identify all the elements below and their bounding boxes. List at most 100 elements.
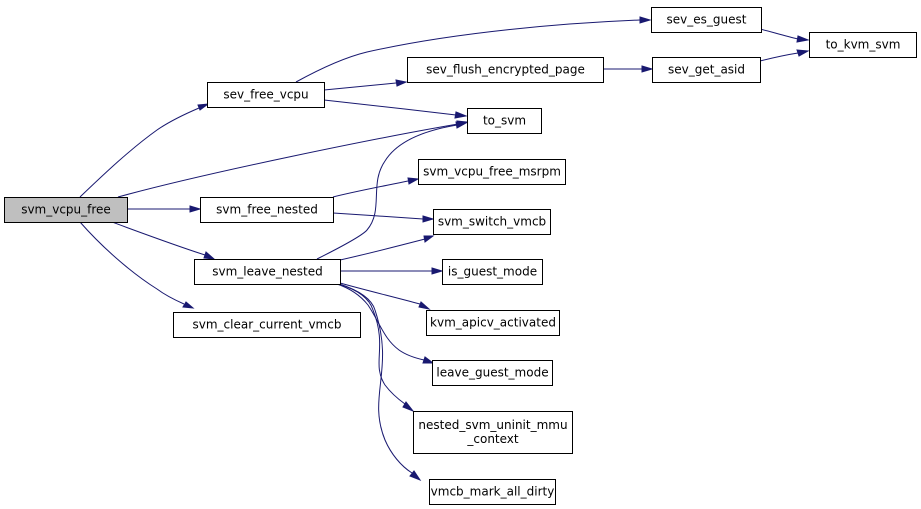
edge-svm_leave_nested-to-leave_guest_mode — [336, 283, 435, 364]
arrowhead-icon — [409, 470, 422, 482]
node-box — [426, 310, 560, 336]
edge-svm_free_nested-to-svm_vcpu_free_msrpm — [332, 177, 420, 198]
node-box — [207, 82, 325, 108]
arrowhead-icon — [402, 401, 415, 413]
node-box — [442, 259, 543, 285]
edge-line — [338, 283, 406, 405]
node-box — [652, 57, 761, 83]
node-box — [407, 57, 604, 83]
node-vmcb-mark-all-dirty[interactable]: vmcb_mark_all_dirty — [429, 479, 556, 505]
edge-line — [336, 283, 425, 361]
edge-line — [111, 221, 206, 256]
edge-layer — [79, 16, 810, 482]
edge-svm_vcpu_free-to-svm_free_nested — [127, 205, 202, 213]
edge-sev_free_vcpu-to-sev_es_guest — [295, 16, 652, 83]
edge-line — [339, 282, 421, 305]
node-label: kvm_apicv_activated — [430, 316, 556, 330]
edge-sev_free_vcpu-to-to_svm — [323, 99, 468, 119]
node-svm-free-nested[interactable]: svm_free_nested — [200, 197, 334, 223]
node-label: leave_guest_mode — [436, 366, 548, 380]
edge-sev_flush_encrypted_page-to-sev_get_asid — [603, 65, 654, 73]
node-box — [432, 360, 553, 386]
node-label: to_kvm_svm — [826, 38, 901, 52]
node-is-guest-mode[interactable]: is_guest_mode — [442, 259, 543, 285]
edge-svm_free_nested-to-svm_switch_vmcb — [332, 212, 435, 223]
edge-line — [79, 221, 185, 305]
node-to-kvm-svm[interactable]: to_kvm_svm — [809, 32, 917, 58]
arrowhead-icon — [197, 103, 210, 111]
edge-line — [332, 180, 409, 198]
arrowhead-icon — [422, 215, 435, 223]
node-label: nested_svm_uninit_mmu — [418, 418, 567, 432]
node-sev-flush-encrypted-page[interactable]: sev_flush_encrypted_page — [407, 57, 604, 83]
edge-svm_leave_nested-to-to_svm — [316, 121, 468, 260]
node-box — [418, 159, 566, 185]
edge-svm_leave_nested-to-kvm_apicv_activated — [339, 282, 431, 310]
node-to-svm[interactable]: to_svm — [467, 108, 542, 134]
edge-svm_vcpu_free-to-to_svm — [117, 120, 469, 198]
edge-sev_free_vcpu-to-sev_flush_encrypted_page — [323, 79, 408, 91]
node-svm-switch-vmcb[interactable]: svm_switch_vmcb — [433, 209, 551, 235]
node-sev-es-guest[interactable]: sev_es_guest — [651, 7, 762, 33]
node-kvm-apicv-activated[interactable]: kvm_apicv_activated — [426, 310, 560, 336]
arrowhead-icon — [423, 235, 435, 243]
edge-svm_leave_nested-to-svm_switch_vmcb — [339, 235, 435, 261]
arrowhead-icon — [418, 301, 431, 310]
node-label: sev_es_guest — [667, 13, 747, 27]
node-label: svm_vcpu_free — [21, 203, 111, 217]
node-box — [200, 197, 334, 223]
edge-line — [323, 82, 397, 91]
edge-line — [759, 52, 799, 62]
node-sev-get-asid[interactable]: sev_get_asid — [652, 57, 761, 83]
node-box — [433, 209, 551, 235]
node-label: vmcb_mark_all_dirty — [431, 485, 555, 499]
node-box — [194, 259, 341, 285]
node-svm-clear-current-vmcb[interactable]: svm_clear_current_vmcb — [173, 312, 361, 338]
node-label: sev_get_asid — [668, 63, 745, 77]
edge-line — [323, 99, 457, 116]
node-svm-leave-nested[interactable]: svm_leave_nested — [194, 259, 341, 285]
node-box — [429, 479, 556, 505]
node-label: sev_free_vcpu — [223, 88, 308, 102]
edge-line — [332, 212, 424, 220]
edge-line — [759, 28, 799, 40]
node-sev-free-vcpu[interactable]: sev_free_vcpu — [207, 82, 325, 108]
arrowhead-icon — [395, 79, 408, 87]
node-label: svm_free_nested — [216, 203, 318, 217]
arrowhead-icon — [407, 177, 420, 185]
node-box — [467, 108, 542, 134]
node-nested-svm-uninit-mmu-context[interactable]: nested_svm_uninit_mmu_context — [413, 411, 573, 454]
arrowhead-icon — [796, 35, 810, 43]
arrowhead-icon — [189, 205, 202, 213]
node-box — [413, 411, 573, 454]
arrowhead-icon — [182, 301, 195, 309]
edge-line — [79, 107, 200, 198]
arrowhead-icon — [796, 49, 810, 57]
arrowhead-icon — [203, 251, 216, 260]
edge-line — [316, 124, 458, 260]
arrowhead-icon — [455, 121, 468, 129]
node-leave-guest-mode[interactable]: leave_guest_mode — [432, 360, 553, 386]
arrowhead-icon — [422, 356, 435, 364]
edge-sev_es_guest-to-to_kvm_svm — [759, 28, 810, 43]
edge-svm_leave_nested-to-vmcb_mark_all_dirty — [338, 283, 422, 482]
node-label: svm_leave_nested — [212, 265, 323, 279]
edge-line — [295, 19, 641, 83]
node-svm-vcpu-free: svm_vcpu_free — [4, 197, 128, 223]
node-label: is_guest_mode — [448, 265, 537, 279]
node-label: sev_flush_encrypted_page — [426, 63, 585, 77]
arrowhead-icon — [639, 16, 652, 24]
arrowhead-icon — [431, 267, 444, 275]
node-label: to_svm — [483, 114, 526, 128]
node-svm-vcpu-free-msrpm[interactable]: svm_vcpu_free_msrpm — [418, 159, 566, 185]
node-box — [809, 32, 917, 58]
edge-svm_vcpu_free-to-svm_leave_nested — [111, 221, 216, 260]
node-label: _context — [466, 432, 519, 446]
edge-svm_leave_nested-to-nested_svm_uninit_mmu_context — [338, 283, 415, 413]
edge-svm_vcpu_free-to-svm_clear_current_vmcb — [79, 221, 195, 309]
edge-svm_leave_nested-to-is_guest_mode — [340, 267, 444, 275]
node-label: svm_clear_current_vmcb — [193, 318, 342, 332]
arrowhead-icon — [454, 111, 468, 119]
edge-line — [117, 123, 459, 198]
node-box — [4, 197, 128, 223]
